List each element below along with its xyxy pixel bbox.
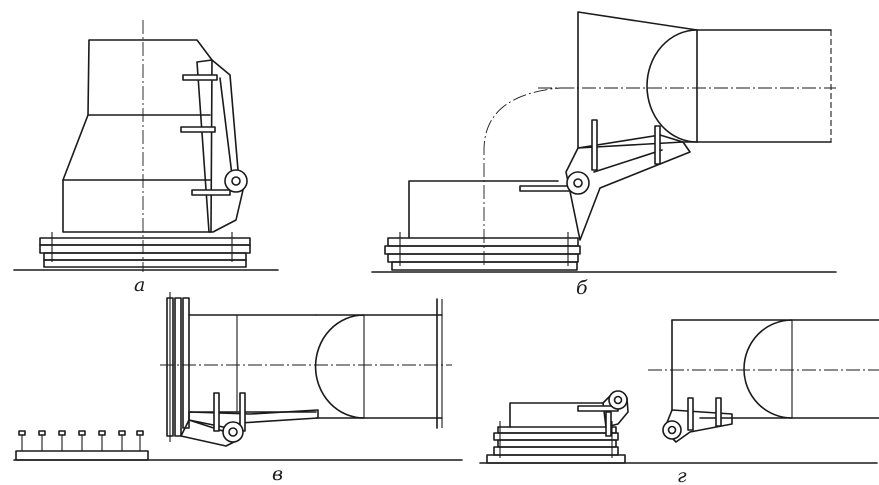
panel-v-label: в [272,463,283,485]
panel-g-label: г [677,465,687,485]
panel-a-drawing [13,20,279,272]
panel-g-drawing [479,319,879,464]
bolt-row [18,430,144,451]
panel-a-label: а [134,274,145,296]
panel-b-drawing [371,11,837,273]
panel-v-drawing [13,292,463,461]
panel-b-label: б [576,277,588,299]
